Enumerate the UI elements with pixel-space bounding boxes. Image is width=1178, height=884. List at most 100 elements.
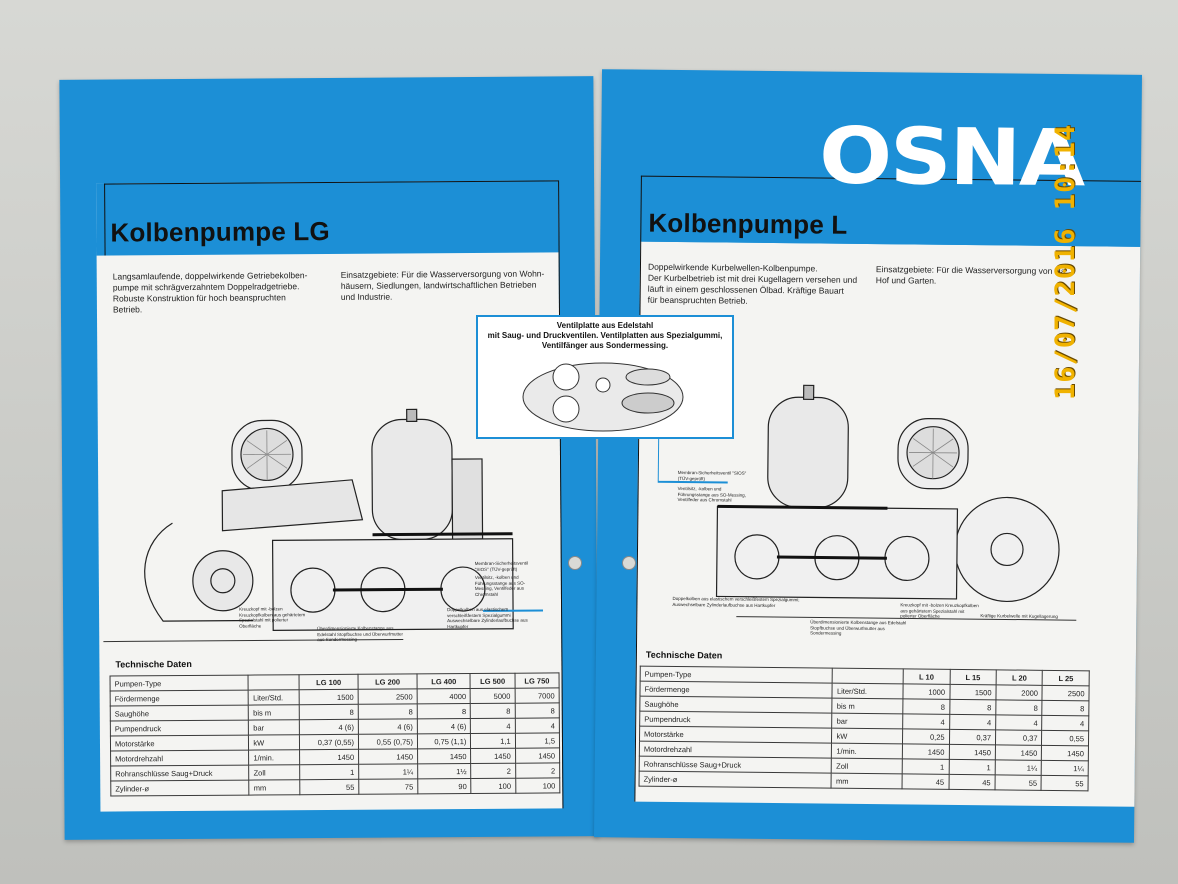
callout-text: Ventilplatte aus Edelstahl mit Saug- und… bbox=[478, 321, 732, 351]
osna-logo: OSNA bbox=[818, 111, 1084, 205]
right-usage-line: Hof und Garten. bbox=[875, 275, 937, 286]
table-header-cell: LG 100 bbox=[299, 674, 359, 690]
table-cell: Rohranschlüsse Saug+Druck bbox=[110, 765, 250, 782]
table-header-cell bbox=[832, 668, 904, 684]
table-cell: Saughöhe bbox=[110, 705, 249, 722]
table-cell: 2 bbox=[471, 763, 516, 779]
right-tech-title: Technische Daten bbox=[645, 649, 723, 661]
table-cell: 4 bbox=[515, 717, 560, 734]
table-cell: Liter/Std. bbox=[248, 689, 300, 706]
left-usage: Einsatzgebiete: Für die Wasserversorgung… bbox=[341, 268, 551, 302]
table-cell: 4 bbox=[902, 713, 950, 730]
table-cell: 1¼ bbox=[995, 759, 1042, 776]
table-cell: bis m bbox=[832, 698, 903, 714]
table-cell: 8 bbox=[470, 703, 516, 719]
table-cell: 0,55 bbox=[1041, 730, 1089, 746]
table-cell: 0,37 bbox=[949, 729, 996, 745]
table-cell: 4 bbox=[995, 714, 1043, 731]
table-cell: 100 bbox=[471, 778, 516, 794]
table-cell: 2000 bbox=[995, 684, 1043, 701]
table-cell: 1,5 bbox=[515, 732, 560, 749]
table-cell: 4 bbox=[1042, 715, 1089, 731]
left-desc-line: Betrieb. bbox=[112, 304, 143, 315]
flywheel bbox=[954, 496, 1060, 603]
table-cell: 8 bbox=[902, 698, 950, 715]
table-cell: 4 bbox=[949, 714, 996, 730]
table-cell: Zylinder-ø bbox=[639, 771, 832, 789]
table-cell: 1500 bbox=[949, 684, 997, 700]
table-cell: 1¼ bbox=[358, 763, 418, 780]
valve-plate-drawing bbox=[522, 362, 684, 432]
table-cell: 8 bbox=[949, 699, 996, 715]
left-tech-title: Technische Daten bbox=[115, 658, 192, 670]
table-cell: 4 (6) bbox=[417, 718, 471, 734]
table-cell: 1/min. bbox=[831, 743, 903, 759]
gear-housing bbox=[221, 479, 364, 532]
table-cell: bar bbox=[832, 713, 903, 729]
table-cell: 0,37 bbox=[995, 729, 1043, 746]
table-cell: 1/min. bbox=[248, 749, 300, 766]
table-cell: 1½ bbox=[417, 763, 472, 779]
table-cell: 1 bbox=[902, 758, 949, 775]
right-page: OSNA Kolbenpumpe L Doppelwirkende Kurbel… bbox=[593, 69, 1143, 843]
valve-plate-callout: Ventilplatte aus Edelstahl mit Saug- und… bbox=[476, 315, 734, 439]
table-cell: 0,55 (0,75) bbox=[358, 733, 418, 750]
table-header-cell: LG 200 bbox=[358, 673, 418, 690]
table-cell: 1450 bbox=[515, 747, 560, 764]
table-cell: Pumpendruck bbox=[110, 720, 249, 737]
table-cell: Motordrehzahl bbox=[110, 750, 250, 767]
callout-line: Ventilplatte aus Edelstahl bbox=[556, 321, 654, 330]
table-cell: mm bbox=[249, 779, 300, 796]
cylinder-block bbox=[271, 538, 514, 631]
label-kreuzkopf: Kreuzkopf mit -bolzen Kreuzkopfkolben au… bbox=[239, 606, 306, 629]
table-cell: Zoll bbox=[249, 764, 300, 781]
binder-hole-left bbox=[568, 556, 582, 570]
callout-line: mit Saug- und Druckventilen. Ventilplatt… bbox=[487, 331, 723, 340]
table-header-cell: L 15 bbox=[949, 669, 997, 685]
table-header-cell: LG 400 bbox=[416, 673, 471, 689]
flywheel bbox=[192, 550, 254, 612]
table-cell: 55 bbox=[299, 779, 359, 795]
label-membran-r: Membran-Sicherheitsventil "SIOS" (TÜV-ge… bbox=[677, 470, 747, 481]
table-cell: 90 bbox=[417, 778, 472, 794]
label-membran: Membran-Sicherheitsventil "SIOS" (TÜV-ge… bbox=[474, 560, 529, 572]
right-page-title: Kolbenpumpe L bbox=[648, 207, 848, 240]
air-chamber bbox=[371, 418, 453, 541]
table-cell: Zoll bbox=[831, 758, 903, 774]
table-cell: Zylinder-ø bbox=[110, 780, 250, 797]
table-cell: 45 bbox=[948, 774, 996, 790]
label-kolbenstange: Überdimensionierte Kolbenstange aus Edel… bbox=[317, 625, 404, 643]
table-cell: 2 bbox=[515, 762, 560, 779]
table-cell: kW bbox=[831, 728, 903, 744]
label-doppelkolben-r: Doppelkolben aus elastischem verschleißf… bbox=[672, 595, 800, 608]
table-cell: 1¼ bbox=[1041, 760, 1089, 776]
left-page-title: Kolbenpumpe LG bbox=[110, 215, 330, 248]
table-cell: 1 bbox=[948, 759, 996, 775]
table-cell: 2500 bbox=[358, 688, 418, 705]
table-cell: 0,75 (1,1) bbox=[417, 733, 471, 749]
table-cell: 55 bbox=[995, 774, 1042, 791]
table-cell: 1450 bbox=[1041, 745, 1089, 761]
table-cell: 8 bbox=[299, 704, 359, 720]
table-cell: 7000 bbox=[514, 687, 560, 704]
table-header-cell: L 20 bbox=[996, 669, 1043, 686]
table-cell: 75 bbox=[358, 778, 418, 795]
table-cell: bar bbox=[248, 719, 300, 736]
table-cell: 1000 bbox=[902, 683, 950, 700]
label-doppelkolben: Doppelkolben aus elastischem verschleißf… bbox=[447, 606, 528, 629]
table-cell: 4 (6) bbox=[299, 719, 359, 735]
table-cell: 1500 bbox=[299, 689, 359, 705]
label-kurbelwelle-r: Kräftige Kurbelwelle mit Kugellagerung bbox=[980, 613, 1058, 619]
table-cell: 5000 bbox=[470, 688, 515, 704]
base-outline bbox=[144, 522, 254, 622]
left-desc-line: Robuste Konstruktion für hoch beanspruch… bbox=[112, 292, 286, 304]
table-cell: 55 bbox=[1041, 775, 1089, 791]
table-cell: 8 bbox=[1042, 700, 1089, 716]
table-cell: 8 bbox=[417, 703, 471, 719]
table-cell: 8 bbox=[514, 702, 560, 719]
label-kreuzkopf-r: Kreuzkopf mit -bolzen Kreuzkopfkolben au… bbox=[900, 602, 979, 619]
l-pump-drawing bbox=[656, 384, 1077, 621]
table-cell: Fördermenge bbox=[110, 690, 249, 707]
